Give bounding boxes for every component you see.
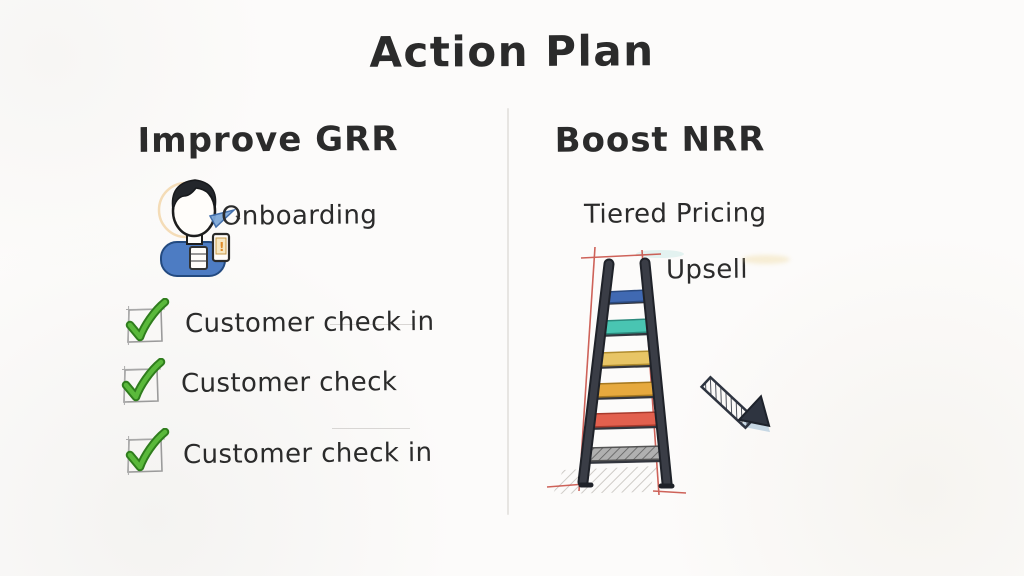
- ladder-rung-5: [589, 411, 663, 428]
- onboarding-label: Onboarding: [220, 200, 378, 232]
- left-column-header: Improve GRR: [137, 119, 399, 161]
- ladder-rails: [577, 257, 675, 489]
- ladder-rung-1: [605, 289, 649, 304]
- right-column-header: Boost NRR: [554, 119, 766, 161]
- tiered-ladder-icon: [545, 242, 720, 504]
- check-mark: [127, 299, 168, 340]
- sketch-tick: [235, 215, 241, 220]
- ladder-rung-4: [593, 381, 660, 398]
- column-divider: [507, 108, 509, 515]
- check-mark: [123, 359, 164, 400]
- yellow-smudge: [742, 255, 790, 264]
- phone-screen: [215, 237, 227, 255]
- onboarding-person-icon: !: [150, 174, 252, 288]
- checklist-item-label: Customer check in: [182, 437, 433, 471]
- page-title: Action Plan: [369, 26, 655, 77]
- ladder-shadow: [553, 466, 657, 494]
- paper-plane: [208, 208, 237, 229]
- tiered-pricing-label: Tiered Pricing: [583, 198, 767, 230]
- checklist-item-label: Customer check: [180, 367, 398, 399]
- alert-exclamation: !: [219, 240, 224, 254]
- checklist-item-label: Customer check in: [184, 306, 435, 340]
- arrow-head: [737, 394, 771, 428]
- person-hair: [171, 179, 217, 211]
- ladder-rung-3: [597, 350, 656, 367]
- check-mark: [127, 429, 168, 470]
- ladder-rung-2: [601, 318, 652, 335]
- checkbox-checked-icon: [119, 428, 171, 480]
- checkbox-checked-icon: [119, 298, 171, 350]
- sketch-line: [330, 324, 415, 325]
- arrow-down-right-icon: [696, 370, 788, 454]
- cup: [189, 246, 208, 270]
- checkbox-checked-icon: [115, 358, 167, 410]
- sketch-line: [332, 428, 410, 429]
- ladder-rung-6-hatch: [586, 446, 666, 461]
